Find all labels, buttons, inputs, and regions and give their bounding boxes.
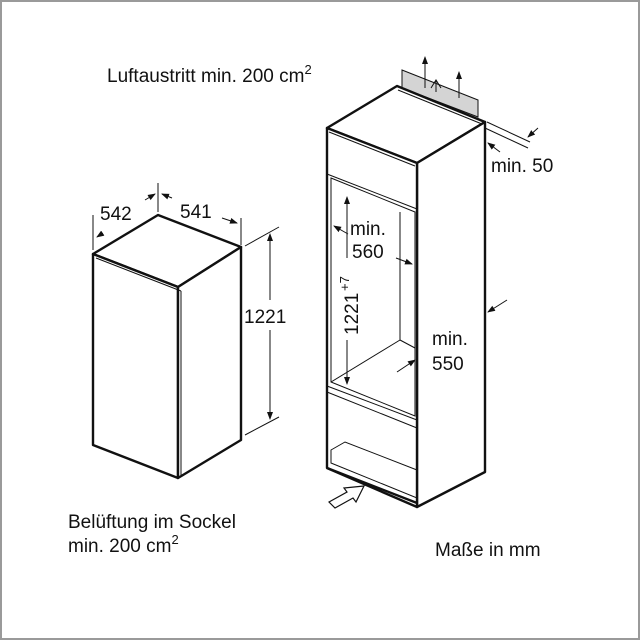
niche-width-min: min. — [350, 219, 386, 240]
vent-label-line2: min. 200 cm2 — [68, 532, 179, 557]
svg-text:1221: 1221 — [342, 293, 363, 335]
gap-label: min. 50 — [491, 156, 553, 177]
vent-panel — [401, 69, 479, 118]
appliance — [91, 213, 243, 480]
vent-label-line1: Belüftung im Sockel — [68, 512, 236, 533]
cabinet-dimensions — [333, 121, 539, 385]
vent-symbol-icon — [430, 79, 442, 92]
svg-text:+7: +7 — [337, 276, 352, 291]
niche-width-value: 560 — [352, 242, 384, 263]
cabinet — [325, 69, 487, 509]
width-label: 541 — [180, 202, 212, 223]
inlet-arrow-icon — [328, 485, 366, 509]
airflow-arrows — [328, 56, 462, 509]
niche-height-label: 1221 +7 — [337, 276, 363, 335]
depth-label: 542 — [100, 204, 132, 225]
niche-depth-value: 550 — [432, 354, 464, 375]
air-outlet-label: Luftaustritt min. 200 cm2 — [107, 62, 312, 87]
appliance-dimensions — [92, 183, 280, 436]
units-label: Maße in mm — [435, 540, 541, 561]
height-label: 1221 — [244, 307, 286, 328]
niche-depth-min: min. — [432, 329, 468, 350]
